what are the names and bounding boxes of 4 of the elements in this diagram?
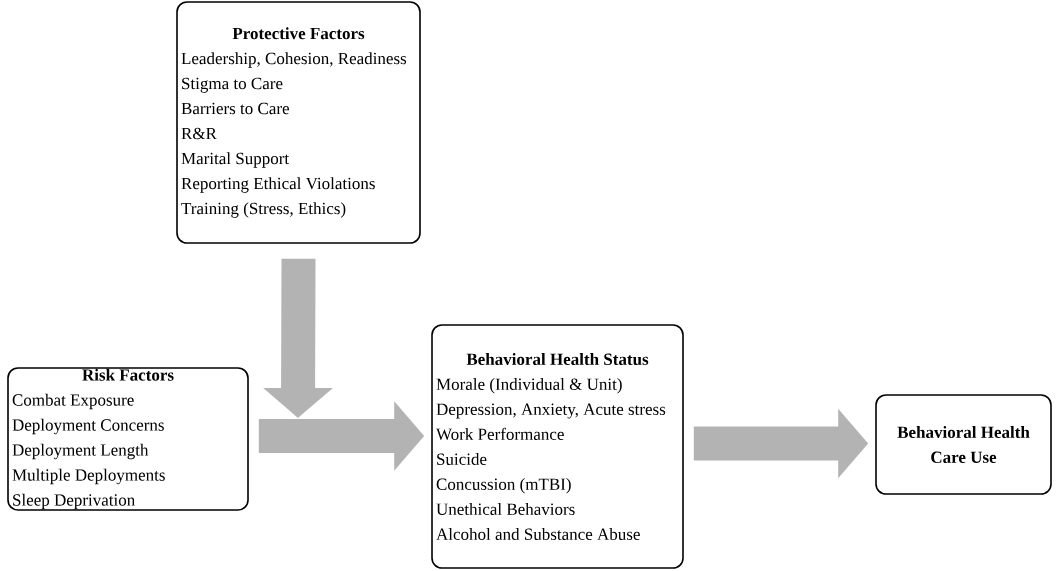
- outcome-box: Behavioral Health Care Use: [875, 394, 1052, 495]
- factor-box: Risk Factors Combat Exposure Deployment Concerns Deployment Length Multiple Deployments Sleep Deprivation: [7, 367, 249, 511]
- factor-box: Protective Factors Leadership, Cohesion, Readiness Stigma to Care Barriers to Care R&R Marital Support Reporting Ethical Violations Training (Stress, Ethics): [176, 1, 421, 244]
- factor-box: Behavioral Health Status Morale (Individual & Unit) Depression, Anxiety, Acute stress Work Performance Suicide Concussion (mTBI) Unethical Behaviors Alcohol and Substance Abuse: [431, 324, 684, 569]
